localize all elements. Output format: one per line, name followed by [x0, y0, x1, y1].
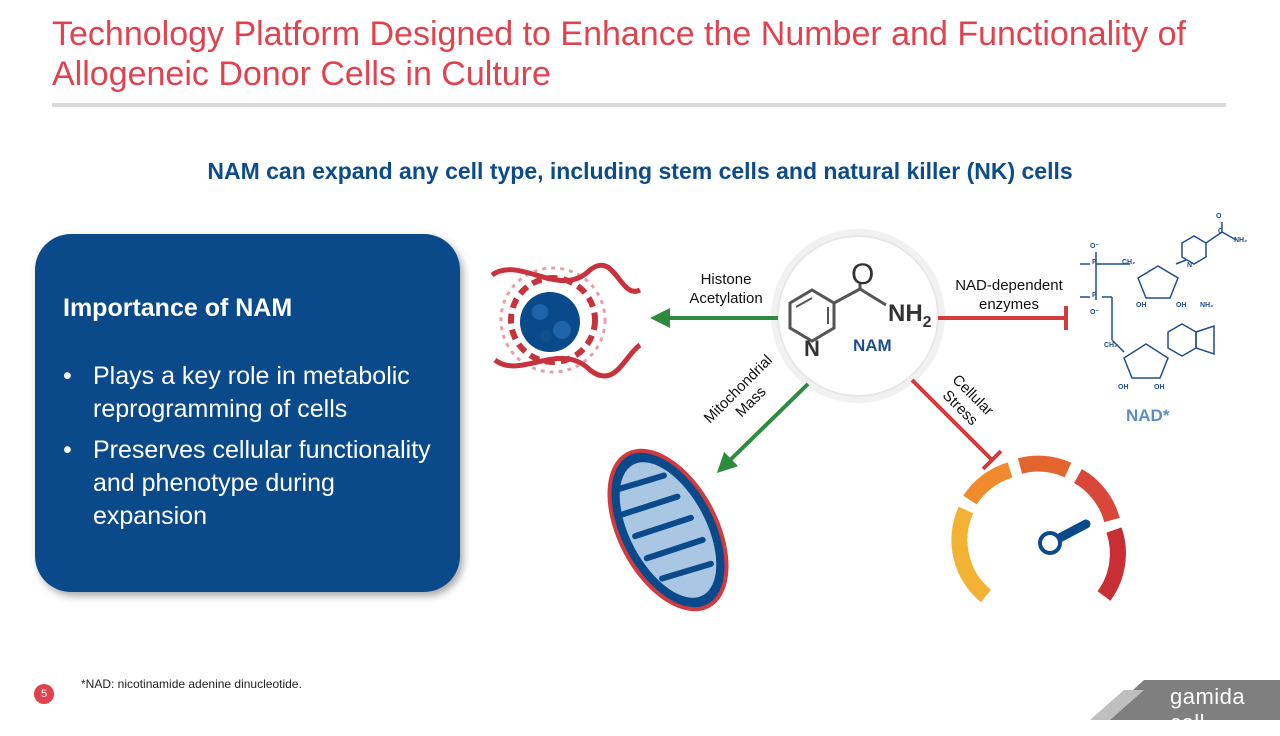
histone-acetylation-label: Histone Acetylation: [680, 270, 772, 308]
footer-band: [1090, 680, 1280, 720]
bullet-icon: •: [63, 436, 72, 464]
title-divider: [52, 103, 1226, 107]
stress-gauge-icon: [951, 455, 1126, 603]
amine-subscript: 2: [922, 313, 932, 331]
footnote: *NAD: nicotinamide adenine dinucleotide.: [81, 677, 302, 691]
page-number: 5: [34, 684, 54, 704]
nad-atom-ch2-1: CH₂: [1122, 259, 1136, 266]
nad-enzymes-inhibition: [938, 306, 1068, 330]
nad-atom-o-1: O: [1216, 213, 1222, 220]
acetylation-label-line: Acetylation: [689, 290, 763, 307]
page-title: Technology Platform Designed to Enhance …: [52, 15, 1186, 93]
nad-atom-ch2-2: CH₂: [1104, 342, 1118, 349]
nad-atom-oh-3: OH: [1118, 384, 1129, 391]
mitochondrion-icon: [607, 448, 729, 612]
nitrogen-atom: N: [804, 336, 820, 361]
oxygen-atom: O: [851, 258, 875, 291]
importance-panel: Importance of NAM • Plays a key role in m…: [35, 234, 460, 592]
mitochondria-arrow: [716, 382, 810, 473]
list-item: • Plays a key role in metabolic reprogram…: [63, 360, 443, 426]
nad-atom-nh2-1: NH₂: [1234, 237, 1248, 244]
bullet-text: Preserves cellular functionality and phe…: [93, 436, 431, 530]
nad-atom-c: C: [1218, 228, 1224, 235]
amine-text: NH: [888, 300, 923, 327]
company-logo: gamida cell: [1170, 684, 1246, 735]
list-item: • Preserves cellular functionality and ph…: [63, 434, 443, 533]
nad-atom-p-1: P: [1092, 259, 1097, 266]
bullet-icon: •: [63, 362, 72, 390]
stress-inhibition: [910, 378, 1003, 471]
nad-atom-ominus-2: O⁻: [1090, 309, 1100, 316]
nad-atom-oh-4: OH: [1154, 384, 1165, 391]
nad-label: NAD*: [1126, 406, 1170, 425]
nad-atom-ominus-1: O⁻: [1090, 243, 1100, 250]
nad-atom-oh-2: OH: [1176, 302, 1187, 309]
chromatin-icon: [490, 262, 642, 379]
enzymes-label-line: enzymes: [978, 296, 1040, 313]
nad-atom-oh-1: OH: [1136, 302, 1147, 309]
subtitle: NAM can expand any cell type, including …: [207, 158, 1073, 184]
nam-label: NAM: [853, 336, 892, 355]
histone-label-line: Histone: [700, 271, 752, 288]
amine-group: NH2: [888, 300, 932, 332]
panel-bullet-list: • Plays a key role in metabolic reprogram…: [63, 360, 443, 541]
panel-heading: Importance of NAM: [63, 294, 293, 322]
nad-atom-nh2-2: NH₂: [1200, 302, 1214, 309]
nam-mechanism-diagram: [490, 222, 1237, 612]
nad-dependent-label-line: NAD-dependent: [955, 277, 1063, 294]
nad-structure: [1080, 222, 1237, 379]
bullet-text: Plays a key role in metabolic reprogramm…: [93, 362, 410, 423]
nad-atom-n-1: N: [1187, 262, 1193, 269]
nad-enzymes-label: NAD-dependent enzymes: [944, 276, 1074, 314]
nad-atom-p-2: P: [1092, 292, 1097, 299]
